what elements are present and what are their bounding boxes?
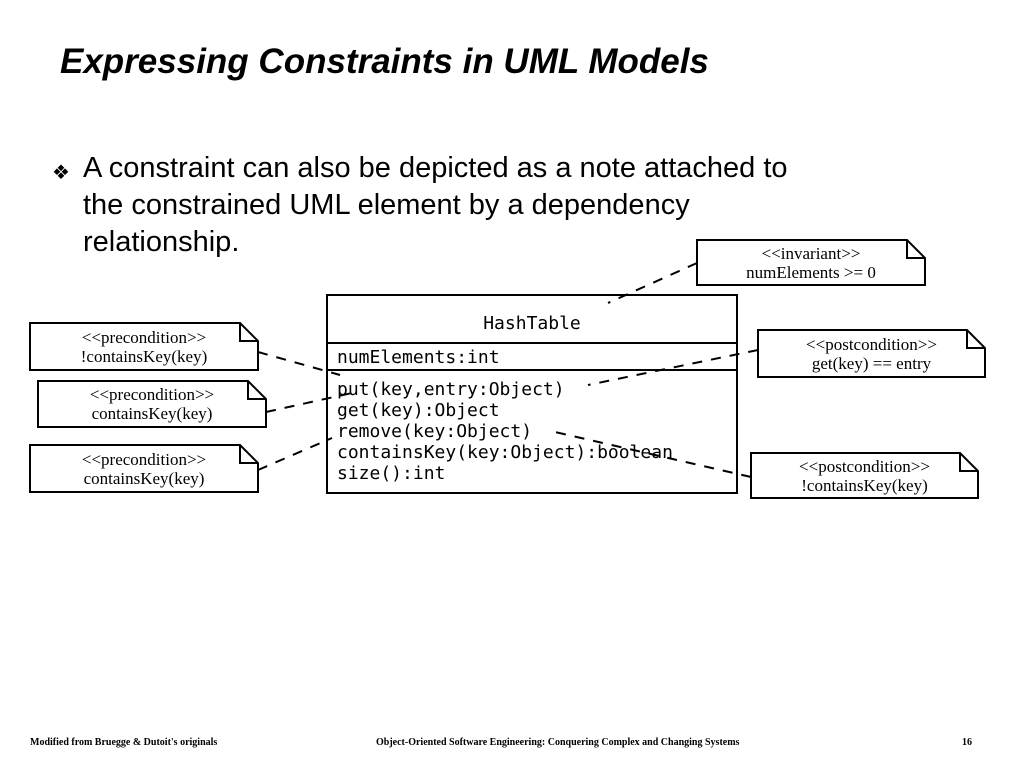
note-invariant-shape xyxy=(696,239,926,286)
note-expression: containsKey(key) xyxy=(83,468,205,488)
dependency-pre-put xyxy=(257,351,341,376)
class-box xyxy=(326,294,738,494)
class-operations: put(key,entry:Object) get(key):Object re… xyxy=(337,379,673,484)
note-expression: numElements >= 0 xyxy=(746,262,876,282)
dependency-pre-remove xyxy=(257,437,333,471)
dependency-pre-get xyxy=(265,392,353,413)
note-expression: containsKey(key) xyxy=(91,404,213,423)
note-post-get-shape xyxy=(757,329,986,378)
note-post-remove-shape xyxy=(750,452,979,499)
note-precondition-put: <<precondition>> !containsKey(key) xyxy=(30,323,258,370)
dependency-post-remove xyxy=(554,431,752,478)
note-pre-put-shape xyxy=(29,322,259,371)
note-expression: !containsKey(key) xyxy=(801,475,928,495)
operation-size: size():int xyxy=(337,463,446,484)
operation-get: get(key):Object xyxy=(337,400,500,421)
diamond-flower-icon: ❖ xyxy=(52,160,70,184)
dependency-invariant xyxy=(607,262,698,304)
operation-remove: remove(key:Object) xyxy=(337,421,533,442)
page-number: 16 xyxy=(962,737,972,748)
note-pre-get-shape xyxy=(37,380,267,428)
note-postcondition-remove: <<postcondition>> !containsKey(key) xyxy=(751,453,978,498)
slide-title: Expressing Constraints in UML Models xyxy=(60,42,709,81)
note-stereotype: <<precondition>> xyxy=(81,327,207,347)
footer-credit: Modified from Bruegge & Dutoit's origina… xyxy=(30,737,218,748)
note-stereotype: <<postcondition>> xyxy=(806,334,937,354)
note-precondition-remove: <<precondition>> containsKey(key) xyxy=(30,445,258,492)
note-precondition-get: <<precondition>> containsKey(key) xyxy=(38,381,266,427)
note-expression: get(key) == entry xyxy=(811,353,932,373)
operation-put: put(key,entry:Object) xyxy=(337,379,565,400)
bullet-text: A constraint can also be depicted as a n… xyxy=(83,150,933,261)
class-attribute: numElements:int xyxy=(337,347,500,368)
note-stereotype: <<precondition>> xyxy=(89,385,215,404)
note-expression: !containsKey(key) xyxy=(80,346,208,366)
bullet-line: relationship. xyxy=(83,226,240,258)
operation-containskey: containsKey(key:Object):boolean xyxy=(337,442,673,463)
note-invariant: <<invariant>> numElements >= 0 xyxy=(697,240,925,285)
note-stereotype: <<invariant>> xyxy=(761,243,861,263)
class-name: HashTable xyxy=(483,313,581,334)
bullet-line: the constrained UML element by a depende… xyxy=(83,189,690,221)
bullet-line: A constraint can also be depicted as a n… xyxy=(83,152,788,184)
footer-course-title: Object-Oriented Software Engineering: Co… xyxy=(376,737,740,748)
dependency-post-get xyxy=(587,349,759,386)
note-postcondition-get: <<postcondition>> get(key) == entry xyxy=(758,330,985,377)
note-pre-remove-shape xyxy=(29,444,259,493)
note-stereotype: <<postcondition>> xyxy=(799,456,930,476)
note-stereotype: <<precondition>> xyxy=(81,449,207,469)
